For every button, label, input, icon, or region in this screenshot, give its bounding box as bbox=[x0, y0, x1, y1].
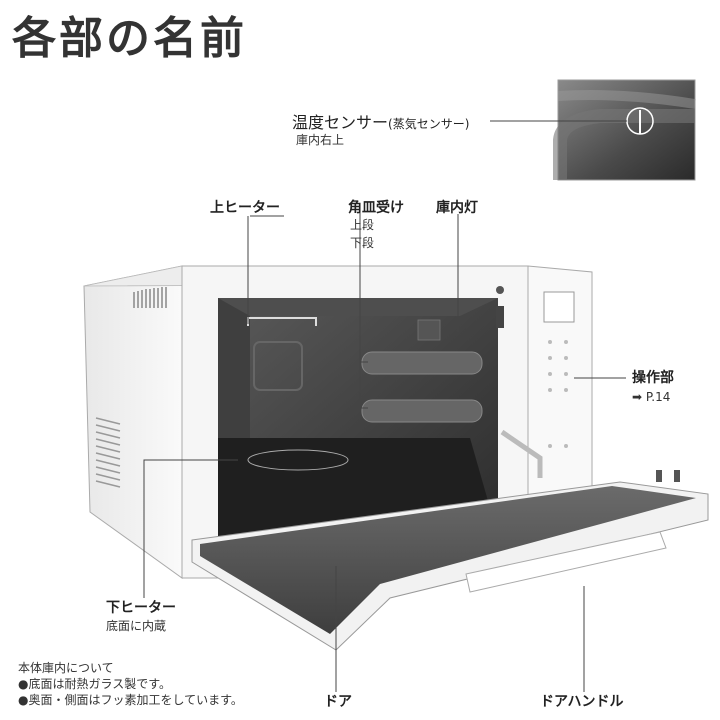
sensor-closeup-inset bbox=[553, 79, 696, 181]
temp-sensor-location-label: 庫内右上 bbox=[296, 133, 345, 147]
door-handle-label: ドアハンドル bbox=[540, 694, 624, 710]
control-panel-ref: ➡ P.14 bbox=[632, 390, 670, 404]
tray-lower-label: 下段 bbox=[350, 236, 375, 250]
tray-holder-label: 角皿受け bbox=[348, 200, 404, 216]
control-panel-label: 操作部 bbox=[632, 370, 674, 386]
lower-heater-location-label: 底面に内蔵 bbox=[106, 619, 167, 633]
page-title: 各部の名前 bbox=[12, 13, 247, 64]
right-arrow-icon: ➡ bbox=[632, 390, 643, 404]
interior-light-label: 庫内灯 bbox=[436, 200, 478, 216]
door-label: ドア bbox=[324, 694, 352, 710]
note-line-1: ●底面は耐熱ガラス製です。 bbox=[18, 677, 172, 691]
temp-sensor-label-group: 温度センサー(蒸気センサー) bbox=[292, 113, 469, 132]
tray-upper-label: 上段 bbox=[350, 218, 375, 232]
upper-heater-label: 上ヒーター bbox=[210, 200, 280, 216]
control-panel-page-ref: P.14 bbox=[645, 390, 671, 404]
temp-sensor-label: 温度センサー bbox=[292, 113, 389, 132]
lower-heater-label: 下ヒーター bbox=[106, 600, 176, 616]
note-heading: 本体庫内について bbox=[18, 661, 114, 675]
oven-body bbox=[83, 265, 593, 579]
leader-lines bbox=[143, 120, 627, 692]
note-line-2: ●奥面・側面はフッ素加工をしています。 bbox=[18, 693, 243, 707]
oven-door-shape bbox=[191, 429, 709, 651]
temp-sensor-paren-label: (蒸気センサー) bbox=[388, 117, 470, 131]
interior-note: 本体庫内について ●底面は耐熱ガラス製です。 ●奥面・側面はフッ素加工をしていま… bbox=[18, 660, 243, 708]
